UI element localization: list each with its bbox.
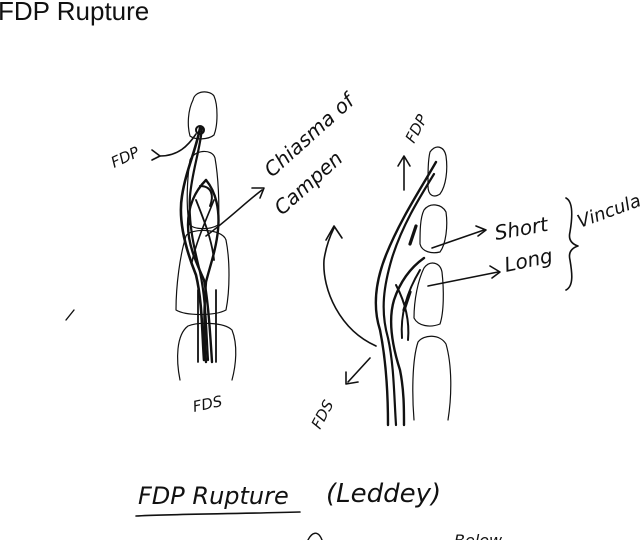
label-long: Long xyxy=(502,243,555,277)
label-partial: Below xyxy=(454,531,503,540)
note-title: FDP Rupture xyxy=(0,0,150,26)
label-fds-left: FDS xyxy=(191,392,224,416)
label-short: Short xyxy=(493,212,551,245)
heading-paren: (Leddey) xyxy=(326,479,441,509)
left-annotations xyxy=(65,133,265,321)
left-tendons xyxy=(179,125,220,364)
right-finger-bones xyxy=(412,146,452,421)
label-fds-right: FDS xyxy=(308,397,338,432)
heading-underline xyxy=(135,511,301,517)
right-annotations xyxy=(427,197,579,291)
partial-stroke xyxy=(307,532,323,540)
right-tendons xyxy=(323,155,438,427)
label-fdp-left: FDP xyxy=(108,143,143,172)
label-fdp-right: FDP xyxy=(402,111,432,146)
heading-fdp-rupture: FDP Rupture xyxy=(138,482,289,510)
label-vincula: Vincula xyxy=(575,190,640,232)
